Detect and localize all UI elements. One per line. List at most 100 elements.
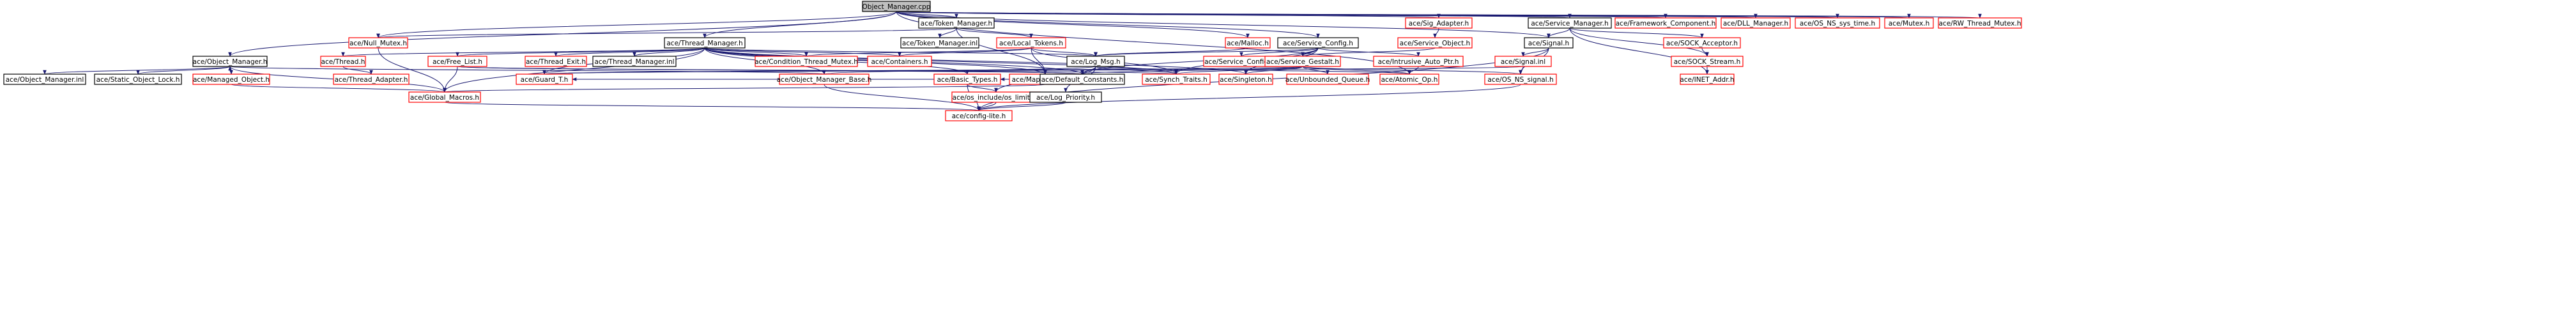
node-box — [1039, 74, 1125, 85]
node-label: ace/INET_Addr.h — [1680, 76, 1734, 84]
node-box — [664, 37, 746, 49]
node-label: ace/Managed_Object.h — [193, 76, 270, 84]
node-static-obj-lock[interactable]: ace/Static_Object_Lock.h — [94, 74, 182, 85]
node-label: ace/Service_Gestalt.h — [1266, 58, 1339, 66]
node-local-tokens[interactable]: ace/Local_Tokens.h — [996, 37, 1066, 49]
node-box — [1680, 74, 1735, 85]
node-inet-addr[interactable]: ace/INET_Addr.h — [1680, 74, 1735, 85]
node-thread-mgr[interactable]: ace/Thread_Manager.h — [664, 37, 746, 49]
node-default-constants[interactable]: ace/Default_Constants.h — [1039, 74, 1125, 85]
node-label: ace/Service_Manager.h — [1531, 20, 1608, 27]
node-framework-comp[interactable]: ace/Framework_Component.h — [1614, 17, 1717, 29]
node-box — [1373, 56, 1464, 67]
node-box — [1277, 37, 1359, 49]
node-os-limits[interactable]: ace/os_include/os_limits.h — [951, 91, 1041, 103]
node-atomic-op[interactable]: ace/Atomic_Op.h — [1379, 74, 1439, 85]
node-label: ace/Log_Msg.h — [1071, 58, 1120, 66]
node-box — [862, 1, 931, 12]
node-mutex-h[interactable]: ace/Mutex.h — [1884, 17, 1934, 29]
node-guard-t[interactable]: ace/Guard_T.h — [516, 74, 573, 85]
node-label: ace/Service_Config.inl — [1204, 58, 1278, 66]
node-rw-thread-mutex[interactable]: ace/RW_Thread_Mutex.h — [1938, 17, 2022, 29]
node-thread-exit[interactable]: ace/Thread_Exit.h — [525, 56, 587, 67]
edge-service_manager-to-sock_acceptor — [1569, 27, 1704, 38]
edge-managed_obj-to-global_macros — [231, 84, 447, 93]
node-label: ace/Static_Object_Lock.h — [96, 76, 180, 84]
node-dll-mgr[interactable]: ace/DLL_Manager.h — [1721, 17, 1791, 29]
edge-signal_h-to-signal_inl — [1521, 47, 1549, 57]
node-label: ace/Basic_Types.h — [937, 76, 998, 84]
node-synch-traits[interactable]: ace/Synch_Traits.h — [1142, 74, 1211, 85]
node-label: ace/SOCK_Stream.h — [1674, 58, 1741, 66]
edge-service_manager-to-signal_h — [1547, 27, 1570, 38]
node-box — [755, 56, 858, 67]
node-om-inl[interactable]: ace/Object_Manager.inl — [3, 74, 86, 85]
node-om-base[interactable]: ace/Object_Manager_Base.h — [777, 74, 872, 85]
node-box — [94, 74, 182, 85]
node-intrusive-auto-ptr[interactable]: ace/Intrusive_Auto_Ptr.h — [1373, 56, 1464, 67]
node-box — [320, 56, 366, 67]
node-config-lite[interactable]: ace/config-lite.h — [945, 110, 1013, 121]
node-unbounded-queue[interactable]: ace/Unbounded_Queue.h — [1285, 74, 1370, 85]
node-label: ace/SOCK_Acceptor.h — [1666, 40, 1738, 47]
node-service-gestalt[interactable]: ace/Service_Gestalt.h — [1264, 56, 1341, 67]
node-box — [1225, 37, 1271, 49]
node-label: ace/DLL_Manager.h — [1723, 20, 1788, 27]
edge-service_gestalt-to-unbounded_queue — [1302, 66, 1330, 75]
node-label: ace/OS_NS_sys_time.h — [1800, 20, 1875, 27]
edge-service_object-to-service_gestalt — [1301, 47, 1436, 57]
node-sock-acceptor[interactable]: ace/SOCK_Acceptor.h — [1663, 37, 1741, 49]
node-box — [1614, 17, 1717, 29]
node-basic-types[interactable]: ace/Basic_Types.h — [933, 74, 1001, 85]
node-sock-stream[interactable]: ace/SOCK_Stream.h — [1671, 56, 1744, 67]
node-signal-inl[interactable]: ace/Signal.inl — [1494, 56, 1552, 67]
node-log-priority[interactable]: ace/Log_Priority.h — [1029, 91, 1102, 103]
node-os-ns-sys-time[interactable]: ace/OS_NS_sys_time.h — [1795, 17, 1880, 29]
node-box — [1264, 56, 1341, 67]
node-sig-adapter[interactable]: ace/Sig_Adapter.h — [1405, 17, 1473, 29]
node-box — [1405, 17, 1473, 29]
node-label: ace/Synch_Traits.h — [1145, 76, 1208, 84]
node-box — [918, 17, 995, 29]
node-thread-adapter[interactable]: ace/Thread_Adapter.h — [333, 74, 410, 85]
node-global-macros[interactable]: ace/Global_Macros.h — [408, 91, 481, 103]
node-label: ace/Framework_Component.h — [1616, 20, 1716, 27]
node-service-config[interactable]: ace/Service_Config.h — [1277, 37, 1359, 49]
node-service-config-inl[interactable]: ace/Service_Config.inl — [1203, 56, 1280, 67]
node-signal-h[interactable]: ace/Signal.h — [1524, 37, 1574, 49]
node-token-mgr[interactable]: ace/Token_Manager.h — [918, 17, 995, 29]
node-box — [933, 74, 1001, 85]
edge-malloc-to-log_msg — [1094, 47, 1248, 57]
node-singleton[interactable]: ace/Singleton.h — [1218, 74, 1273, 85]
node-cond-thread-mutex[interactable]: ace/Condition_Thread_Mutex.h — [755, 56, 858, 67]
node-box — [348, 37, 408, 49]
node-label: ace/Token_Manager.h — [921, 20, 992, 27]
edge-thread_mgr-to-log_msg — [704, 47, 1098, 57]
node-om-h[interactable]: ace/Object_Manager.h — [192, 56, 268, 67]
node-box — [867, 56, 932, 67]
node-os-ns-signal[interactable]: ace/OS_NS_signal.h — [1484, 74, 1557, 85]
node-null-mutex[interactable]: ace/Null_Mutex.h — [348, 37, 408, 49]
node-label: ace/config-lite.h — [952, 112, 1006, 120]
node-thread-h[interactable]: ace/Thread.h — [320, 56, 366, 67]
node-box — [1484, 74, 1557, 85]
edge-root-to-null_mutex — [376, 11, 897, 38]
node-label: ace/Object_Manager.h — [193, 58, 268, 66]
node-token-mgr-inl[interactable]: ace/Token_Manager.inl — [900, 37, 979, 49]
edge-free_list-to-synch_traits — [457, 66, 1177, 75]
node-box — [1142, 74, 1211, 85]
node-containers[interactable]: ace/Containers.h — [867, 56, 932, 67]
node-log-msg[interactable]: ace/Log_Msg.h — [1066, 56, 1125, 67]
node-managed-obj[interactable]: ace/Managed_Object.h — [192, 74, 270, 85]
node-thread-mgr-inl[interactable]: ace/Thread_Manager.inl — [592, 56, 677, 67]
node-box — [1795, 17, 1880, 29]
node-label: ace/Thread_Manager.h — [666, 40, 742, 47]
node-label: ace/Thread.h — [321, 58, 365, 66]
node-service-manager[interactable]: ace/Service_Manager.h — [1528, 17, 1612, 29]
node-free-list[interactable]: ace/Free_List.h — [427, 56, 487, 67]
node-label: ace/Containers.h — [871, 58, 928, 66]
node-service-object[interactable]: ace/Service_Object.h — [1397, 37, 1473, 49]
node-malloc[interactable]: ace/Malloc.h — [1225, 37, 1271, 49]
node-label: ace/Log_Priority.h — [1036, 94, 1095, 102]
edge-service_gestalt-to-synch_traits — [1174, 66, 1303, 75]
